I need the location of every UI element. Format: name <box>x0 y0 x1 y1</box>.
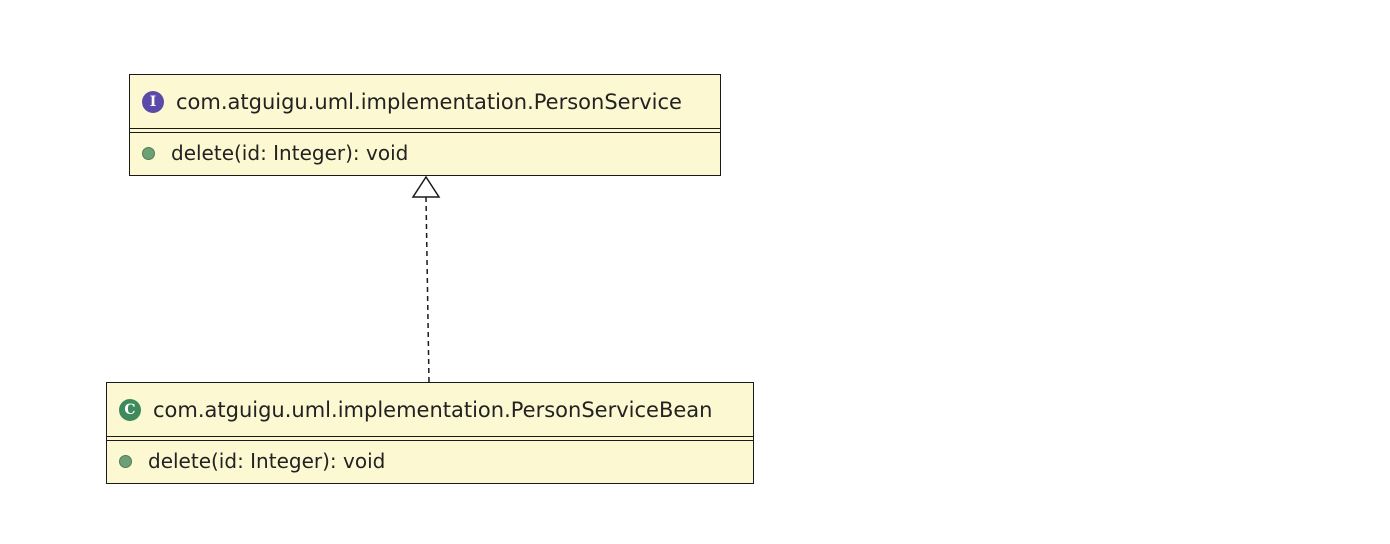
interface-header: I com.atguigu.uml.implementation.PersonS… <box>130 75 720 129</box>
public-method-icon <box>142 146 155 160</box>
interface-icon: I <box>142 90 164 113</box>
class-icon: C <box>119 398 141 421</box>
interface-method-delete: delete(id: Integer): void <box>171 141 409 165</box>
interface-fields-compartment <box>130 129 720 133</box>
hollow-triangle-arrowhead <box>411 175 441 198</box>
interface-box[interactable]: I com.atguigu.uml.implementation.PersonS… <box>129 74 721 176</box>
realization-line <box>425 196 430 383</box>
class-methods-compartment: delete(id: Integer): void <box>107 441 753 481</box>
class-name: com.atguigu.uml.implementation.PersonSer… <box>153 397 713 422</box>
class-box[interactable]: C com.atguigu.uml.implementation.PersonS… <box>106 382 754 484</box>
interface-methods-compartment: delete(id: Integer): void <box>130 133 720 173</box>
public-method-icon <box>119 454 132 468</box>
class-header: C com.atguigu.uml.implementation.PersonS… <box>107 383 753 437</box>
class-fields-compartment <box>107 437 753 441</box>
class-method-delete: delete(id: Integer): void <box>148 449 386 473</box>
interface-name: com.atguigu.uml.implementation.PersonSer… <box>176 89 682 114</box>
